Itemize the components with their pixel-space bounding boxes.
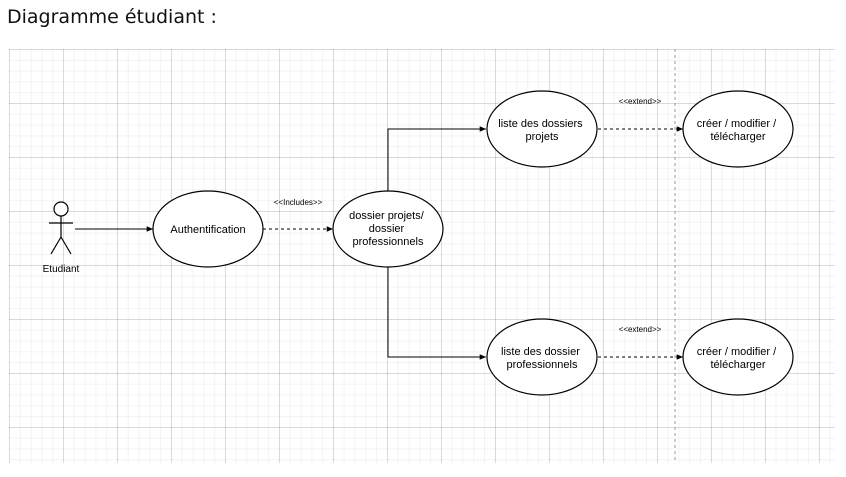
use-case-actions-professionnels[interactable]: créer / modifier / télécharger — [682, 318, 794, 396]
actor-left-leg — [50, 236, 62, 255]
extend-label-bottom: <<extend>> — [619, 325, 662, 334]
use-case-authentification-label: Authentification — [170, 224, 245, 236]
use-case-liste-projets-shape — [486, 90, 598, 168]
use-case-liste-professionnels[interactable]: liste des dossier professionnels — [486, 318, 598, 396]
use-case-liste-professionnels-label: liste des dossier professionnels — [501, 346, 583, 371]
actor-etudiant[interactable]: Etudiant — [43, 201, 80, 275]
use-case-actions-projets[interactable]: créer / modifier / télécharger — [682, 90, 794, 168]
use-case-actions-projets-label: créer / modifier / télécharger — [697, 118, 780, 143]
use-case-actions-projets-shape — [682, 90, 794, 168]
actor-right-leg — [60, 236, 72, 255]
use-case-liste-professionnels-shape — [486, 318, 598, 396]
link-dossiers-liste-projets[interactable] — [387, 126, 486, 192]
extend-label-top: <<extend>> — [619, 97, 662, 106]
page-title: Diagramme étudiant : — [7, 6, 217, 28]
use-case-dossiers[interactable]: dossier projets/ dossier professionnels — [332, 190, 444, 268]
includes-label: <<Includes>> — [274, 198, 323, 207]
use-case-actions-professionnels-label: créer / modifier / télécharger — [697, 346, 780, 371]
actor-label: Etudiant — [43, 264, 80, 275]
use-case-actions-professionnels-shape — [682, 318, 794, 396]
actor-head — [53, 201, 69, 217]
use-case-dossiers-label: dossier projets/ dossier professionnels — [349, 210, 427, 248]
use-case-authentification[interactable]: Authentification — [152, 190, 264, 268]
use-case-liste-projets[interactable]: liste des dossiers projets — [486, 90, 598, 168]
link-dossiers-liste-professionnels[interactable] — [387, 266, 486, 360]
use-case-liste-projets-label: liste des dossiers projets — [498, 118, 585, 143]
use-case-dossiers-shape — [332, 190, 444, 268]
use-case-authentification-shape — [152, 190, 264, 268]
